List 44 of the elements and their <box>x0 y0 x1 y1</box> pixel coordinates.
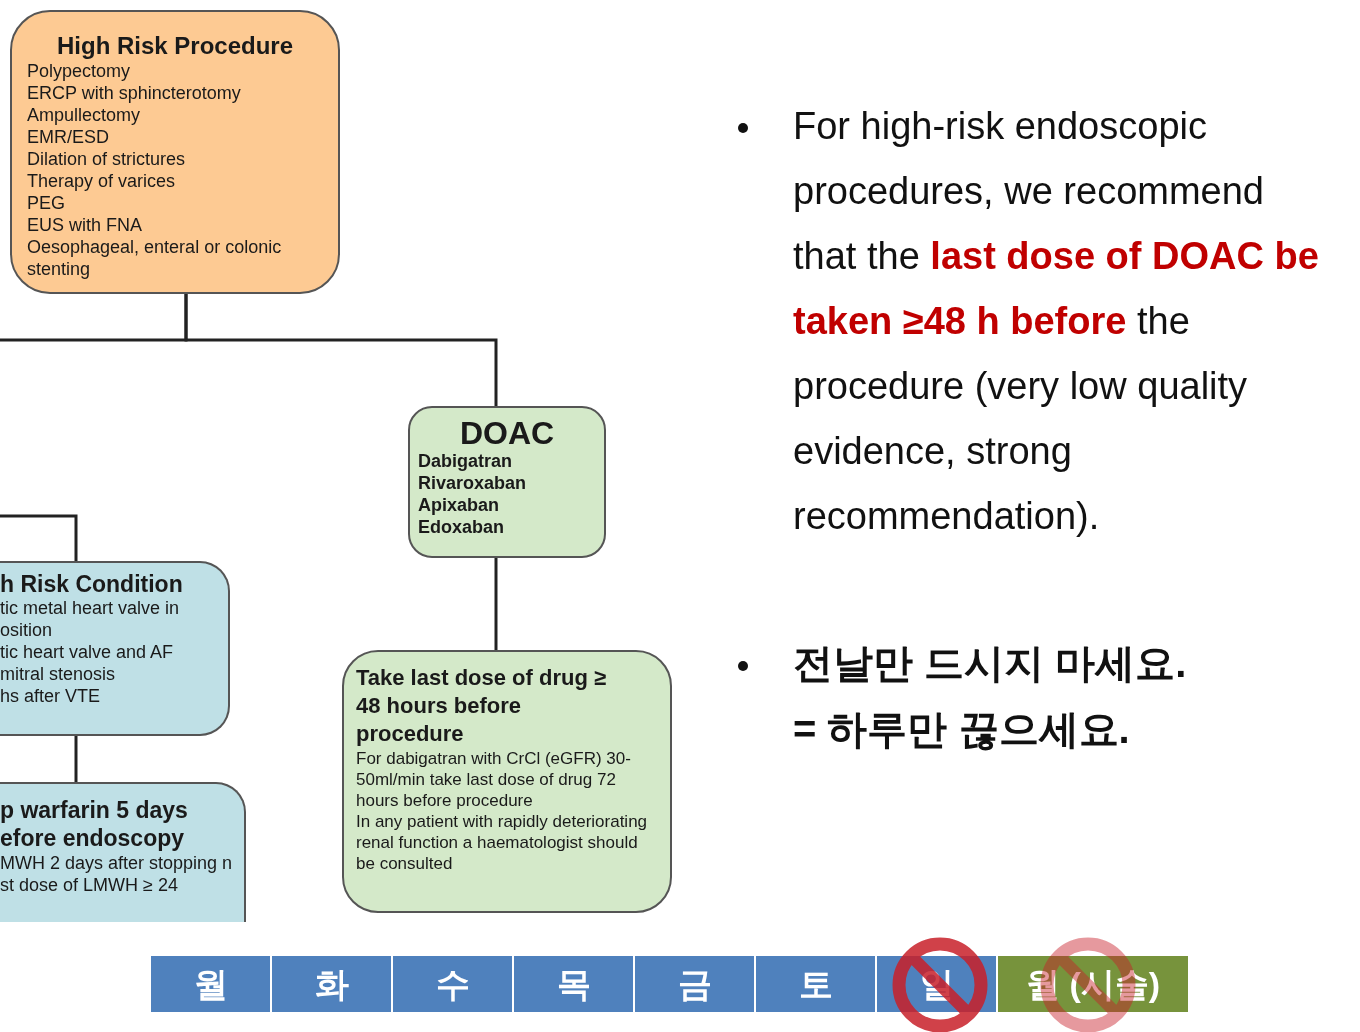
connector-line <box>0 294 188 342</box>
day-cell: 금 <box>635 956 754 1012</box>
rounded-box <box>342 650 672 913</box>
box-text: MWH 2 days after stopping n <box>0 852 234 874</box>
day-cell: 수 <box>393 956 512 1012</box>
day-cell: 월 <box>151 956 270 1012</box>
box-text: Therapy of varices <box>27 170 177 192</box>
connector-line <box>0 514 78 561</box>
box-heading: h Risk Condition <box>0 571 184 597</box>
box-text: Ampullectomy <box>27 104 142 126</box>
box-text: st dose of LMWH ≥ 24 <box>0 874 179 896</box>
rounded-box <box>0 782 246 922</box>
box-text: tic heart valve and AF <box>0 641 175 663</box>
rounded-box <box>408 406 606 558</box>
box-text: Edoxaban <box>418 516 506 538</box>
box-text: ERCP with sphincterotomy <box>27 82 242 104</box>
rounded-box <box>0 561 230 736</box>
box-text: For dabigatran with CrCl (eGFR) 30-50ml/min take last dose of drug 72 hours before procedure <box>356 748 632 811</box>
day-cell: 화 <box>272 956 391 1012</box>
box-heading: DOAC <box>458 416 556 450</box>
korean-note: 전날만 드시지 마세요. <box>793 640 1187 687</box>
box-heading: p warfarin 5 days efore endoscopy <box>0 796 189 852</box>
box-heading: High Risk Procedure <box>55 32 295 60</box>
connector-line <box>74 736 78 782</box>
box-text: PEG <box>27 192 66 214</box>
box-text: mitral stenosis <box>0 663 117 685</box>
day-cell: 목 <box>514 956 633 1012</box>
box-text: EMR/ESD <box>27 126 110 148</box>
box-text: Oesophageal, enteral or colonic stenting <box>27 236 283 280</box>
box-text: Polypectomy <box>27 60 132 82</box>
recommendation-text: For high-risk endoscopic procedures, we recommend that the last dose of DOAC be taken ≥48 h before the procedure (very low quality evidence, strong recommendation). <box>793 104 1320 539</box>
box-text: hs after VTE <box>0 685 102 707</box>
box-text: Dilation of strictures <box>27 148 187 170</box>
box-text: In any patient with rapidly deteriorating renal function a haematologist should be consulted <box>356 811 649 874</box>
connector-line <box>494 558 498 650</box>
korean-note: = 하루만 끊으세요. <box>793 706 1130 753</box>
day-cell: 토 <box>756 956 875 1012</box>
box-text: Dabigatran <box>418 450 514 472</box>
day-cell: 월 (시술) <box>998 956 1188 1012</box>
rounded-box <box>10 10 340 294</box>
box-text: EUS with FNA <box>27 214 144 236</box>
box-text: Rivaroxaban <box>418 472 528 494</box>
box-text: Apixaban <box>418 494 501 516</box>
box-heading: Take last dose of drug ≥ 48 hours before procedure <box>356 664 608 748</box>
